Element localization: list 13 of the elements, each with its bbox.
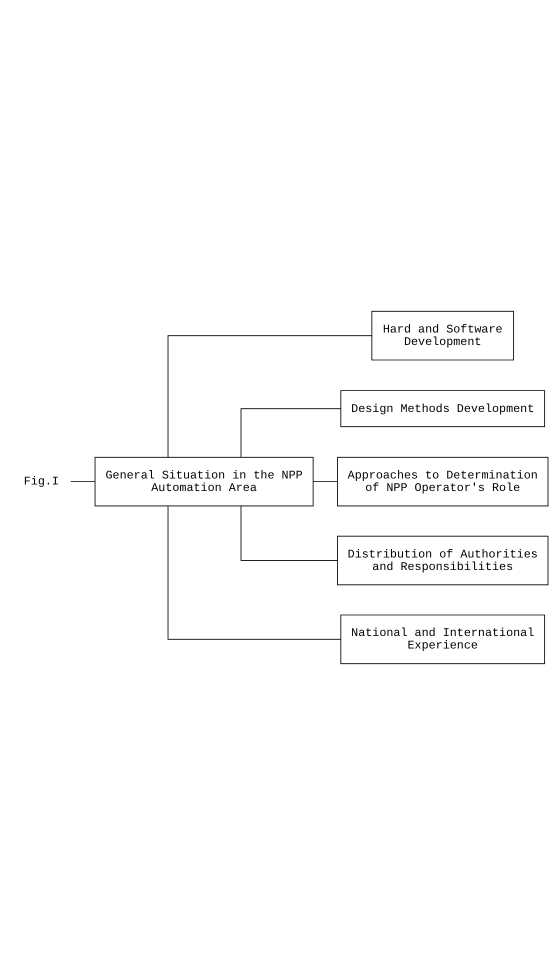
node-box: General Situation in the NPP Automation Area (94, 456, 314, 506)
connector (312, 481, 338, 482)
connector (70, 481, 96, 482)
node-box: Hard and Software Development (371, 310, 514, 360)
node-box: Distribution of Authorities and Responsibilities (337, 536, 548, 586)
node-text: Fig.I (24, 474, 59, 489)
node-box: Design Methods Development (340, 390, 546, 428)
connector (168, 506, 341, 640)
connector (240, 408, 342, 458)
connector (168, 335, 372, 458)
node-box: Approaches to Determination of NPP Operator's Role (337, 456, 548, 506)
connector (240, 506, 338, 561)
node-box: National and International Experience (340, 614, 546, 664)
